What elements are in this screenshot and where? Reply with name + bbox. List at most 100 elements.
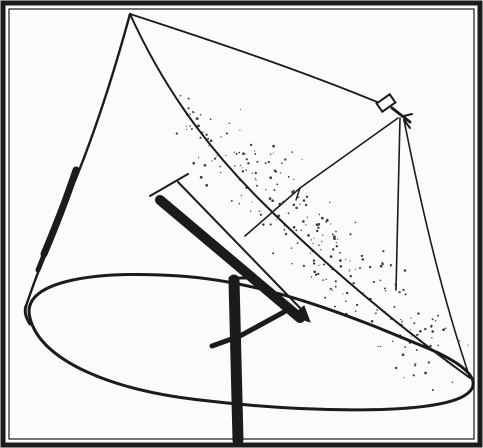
- stipple-dot: [176, 132, 178, 134]
- stipple-dot: [245, 153, 246, 154]
- stipple-dot: [380, 346, 381, 347]
- stipple-dot: [246, 158, 248, 160]
- stipple-dot: [255, 179, 256, 180]
- stipple-dot: [402, 320, 403, 321]
- stipple-dot: [315, 274, 317, 276]
- stipple-dot: [259, 210, 260, 211]
- stipple-dot: [276, 220, 277, 221]
- stipple-dot: [329, 202, 330, 203]
- stipple-dot: [272, 252, 274, 254]
- stipple-dot: [303, 265, 305, 267]
- stipple-dot: [306, 196, 308, 198]
- stipple-dot: [335, 231, 337, 233]
- stipple-dot: [188, 107, 190, 109]
- stipple-dot: [349, 233, 351, 235]
- stipple-dot: [384, 287, 386, 289]
- stipple-dot: [349, 261, 350, 262]
- satellite-feed: [245, 94, 470, 378]
- stipple-dot: [395, 367, 397, 369]
- stipple-dot: [199, 137, 201, 139]
- stipple-dot: [234, 165, 235, 166]
- stipple-dot: [361, 255, 363, 257]
- stipple-dot: [262, 223, 264, 225]
- stipple-dot: [307, 217, 308, 218]
- stipple-dot: [435, 320, 436, 321]
- stipple-dot: [240, 109, 241, 110]
- support-post: [212, 278, 284, 440]
- stipple-dot: [271, 199, 274, 202]
- stipple-dot: [459, 340, 460, 341]
- stipple-dot: [382, 262, 383, 263]
- stipple-dot: [339, 252, 341, 254]
- stipple-dot: [226, 132, 228, 134]
- stipple-dot: [452, 382, 453, 383]
- stipple-dot: [256, 185, 258, 187]
- stipple-dot: [307, 234, 310, 237]
- stipple-dot: [242, 170, 244, 172]
- stipple-dot: [206, 134, 208, 136]
- stipple-dot: [241, 195, 242, 196]
- stipple-dot: [255, 172, 257, 174]
- stipple-dot: [418, 334, 419, 335]
- stipple-dot: [186, 126, 187, 127]
- stipple-dot: [245, 169, 246, 170]
- stipple-dot: [359, 267, 361, 269]
- stipple-dot: [254, 150, 255, 151]
- stipple-dot: [200, 114, 202, 116]
- stipple-dot: [410, 329, 411, 330]
- stipple-dot: [317, 227, 319, 229]
- stipple-dot: [394, 306, 396, 308]
- stipple-dot: [335, 286, 337, 288]
- stipple-dot: [312, 243, 313, 244]
- stipple-dot: [254, 178, 255, 179]
- stipple-dot: [316, 223, 319, 226]
- stipple-dot: [317, 273, 319, 275]
- stipple-dot: [288, 212, 290, 214]
- stipple-dot: [335, 280, 337, 282]
- stipple-dot: [416, 334, 418, 336]
- stipple-dot: [432, 389, 434, 391]
- stipple-dot: [416, 349, 418, 351]
- stipple-dot: [432, 318, 434, 320]
- stipple-dot: [302, 220, 305, 223]
- stipple-dot: [305, 224, 306, 225]
- stipple-dot: [186, 129, 187, 130]
- stipple-dot: [413, 322, 415, 324]
- stipple-dot: [299, 204, 300, 205]
- stipple-dot: [445, 328, 447, 330]
- stipple-dot: [339, 259, 342, 262]
- stipple-dot: [340, 265, 343, 268]
- stipple-dot: [375, 312, 377, 314]
- stipple-dot: [200, 176, 203, 179]
- stipple-dot: [402, 289, 404, 291]
- stipple-dot: [424, 372, 427, 375]
- stipple-dot: [352, 282, 354, 284]
- stipple-dot: [291, 151, 293, 153]
- stipple-dot: [303, 199, 306, 202]
- stipple-dot: [313, 259, 315, 261]
- stipple-dot: [410, 317, 411, 318]
- stipple-dot: [311, 276, 313, 278]
- stipple-dot: [316, 230, 318, 232]
- stipple-dot: [313, 262, 315, 264]
- stipple-dot: [254, 153, 256, 155]
- stipple-dot: [236, 153, 238, 155]
- stipple-dot: [191, 128, 193, 130]
- stipple-dot: [265, 189, 266, 190]
- stipple-dot: [295, 229, 297, 231]
- stipple-dot: [284, 158, 286, 160]
- stipple-dot: [376, 309, 378, 311]
- stipple-dot: [371, 320, 374, 323]
- stipple-dot: [189, 114, 191, 116]
- stipple-dot: [210, 118, 212, 120]
- stipple-dot: [324, 297, 326, 299]
- stipple-dot: [349, 269, 350, 270]
- stipple-dot: [310, 239, 311, 240]
- stipple-dot: [330, 288, 332, 290]
- stipple-dot: [381, 263, 384, 266]
- stipple-dot: [310, 253, 311, 254]
- stipple-dot: [346, 292, 348, 294]
- stipple-dot: [404, 269, 407, 272]
- stipple-dot: [281, 162, 283, 164]
